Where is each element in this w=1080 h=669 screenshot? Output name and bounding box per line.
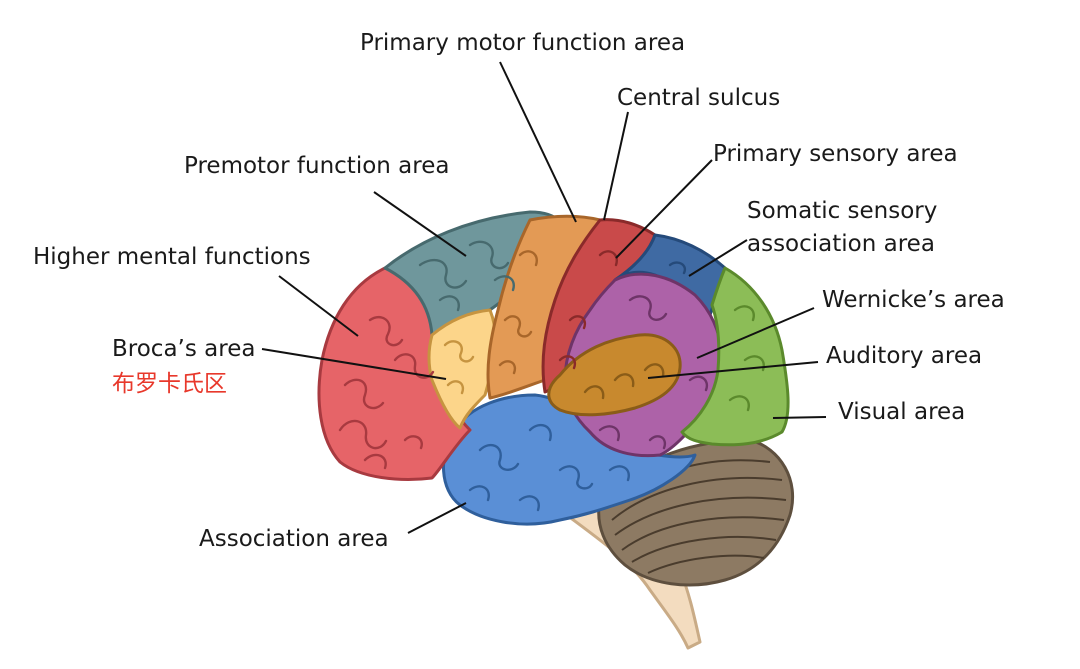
- association-region: [442, 393, 697, 526]
- label-somatic-line2: association area: [747, 231, 935, 257]
- label-primary-sensory: Primary sensory area: [713, 141, 958, 167]
- visual-region: [680, 266, 790, 447]
- leader-broca: [261, 348, 447, 380]
- label-broca-chinese: 布罗卡氏区: [112, 371, 227, 397]
- auditory-region: [547, 333, 682, 417]
- leader-wernicke: [696, 307, 815, 359]
- leader-association: [407, 502, 467, 534]
- leader-central-sulcus: [603, 111, 629, 221]
- labels: Primary motor function area Central sulc…: [33, 30, 1005, 552]
- label-higher-mental: Higher mental functions: [33, 244, 311, 270]
- leader-lines: [261, 61, 827, 534]
- label-wernicke: Wernicke’s area: [822, 287, 1005, 313]
- label-somatic-line1: Somatic sensory: [747, 198, 937, 224]
- leader-primary-motor: [499, 61, 577, 223]
- leader-premotor: [373, 191, 467, 257]
- leader-primary-sensory: [615, 159, 713, 259]
- leader-somatic-association: [688, 239, 748, 277]
- broca-region: [427, 308, 497, 430]
- label-association: Association area: [199, 526, 389, 552]
- leader-visual: [772, 416, 827, 419]
- cortex-folds: [338, 240, 765, 512]
- label-auditory: Auditory area: [826, 343, 982, 369]
- leader-higher-mental: [278, 275, 359, 337]
- leader-auditory: [647, 361, 819, 379]
- label-premotor: Premotor function area: [184, 153, 449, 179]
- label-primary-motor: Primary motor function area: [360, 30, 685, 56]
- label-broca: Broca’s area: [112, 336, 255, 362]
- label-central-sulcus: Central sulcus: [617, 85, 780, 111]
- label-visual: Visual area: [838, 399, 965, 425]
